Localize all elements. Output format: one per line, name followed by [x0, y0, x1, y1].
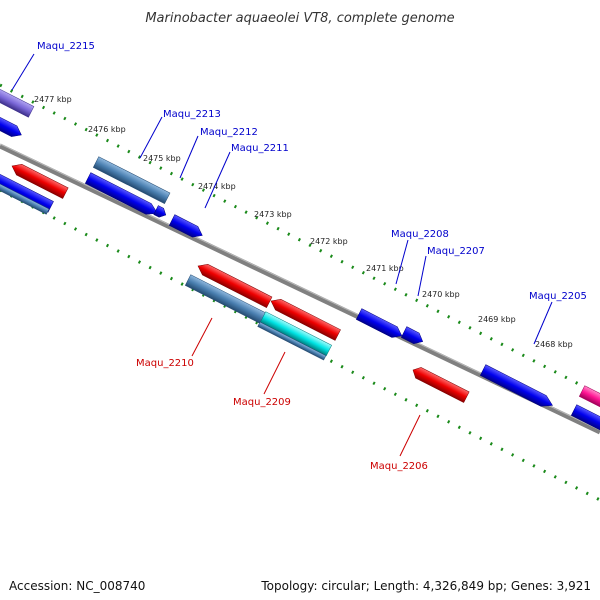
- forward-gene-right-edge-blue: [570, 404, 600, 434]
- forward-gene-maqu-2215: [0, 88, 35, 118]
- tick-label-2469: 2469 kbp: [478, 315, 516, 324]
- tick-label-2472: 2472 kbp: [310, 237, 348, 246]
- reverse-gene-left-1: [11, 164, 69, 199]
- forward-gene-small: [153, 205, 167, 218]
- forward-gene-maqu-2212: [84, 172, 158, 215]
- gene-label-maqu-2206: Maqu_2206: [370, 461, 428, 472]
- accession-text: Accession: NC_008740: [9, 579, 146, 593]
- reverse-gene-maqu-2209-a: [270, 299, 341, 341]
- tick-label-2468: 2468 kbp: [535, 340, 573, 349]
- tick-label-2476: 2476 kbp: [88, 125, 126, 134]
- forward-gene-maqu-2211: [168, 214, 203, 238]
- gene-label-maqu-2209: Maqu_2209: [233, 397, 291, 408]
- tick-label-2470: 2470 kbp: [422, 290, 460, 299]
- forward-gene-left-1: [0, 116, 22, 137]
- gene-label-maqu-2210: Maqu_2210: [136, 358, 194, 369]
- forward-gene-maqu-2205: [479, 364, 553, 407]
- forward-gene-maqu-2213: [92, 156, 171, 205]
- gene-label-maqu-2208: Maqu_2208: [391, 229, 449, 240]
- gene-label-maqu-2212: Maqu_2212: [200, 127, 258, 138]
- reverse-gene-maqu-2209-c: [257, 321, 327, 361]
- gene-label-maqu-2205: Maqu_2205: [529, 291, 587, 302]
- tick-label-2474: 2474 kbp: [198, 182, 236, 191]
- tick-label-2473: 2473 kbp: [254, 210, 292, 219]
- reverse-gene-maqu-2206: [412, 367, 470, 403]
- forward-gene-maqu-2207: [400, 326, 424, 344]
- forward-gene-right-edge-pink: [578, 385, 600, 411]
- gene-label-maqu-2215: Maqu_2215: [37, 41, 95, 52]
- diagram-title: Marinobacter aquaeolei VT8, complete gen…: [145, 11, 454, 26]
- forward-gene-maqu-2208: [355, 308, 403, 338]
- gene-label-maqu-2213: Maqu_2213: [163, 109, 221, 120]
- topology-text: Topology: circular; Length: 4,326,849 bp…: [261, 579, 591, 593]
- outer-tick-ring: [0, 83, 600, 397]
- leader-lines: [11, 53, 553, 457]
- tick-label-2471: 2471 kbp: [366, 264, 404, 273]
- forward-gene-left-3: [0, 181, 50, 215]
- reverse-gene-maqu-2210-a: [197, 264, 273, 309]
- gene-label-maqu-2211: Maqu_2211: [231, 143, 289, 154]
- tick-label-2477: 2477 kbp: [34, 95, 72, 104]
- gene-label-maqu-2207: Maqu_2207: [427, 246, 485, 257]
- tick-label-2475: 2475 kbp: [143, 154, 181, 163]
